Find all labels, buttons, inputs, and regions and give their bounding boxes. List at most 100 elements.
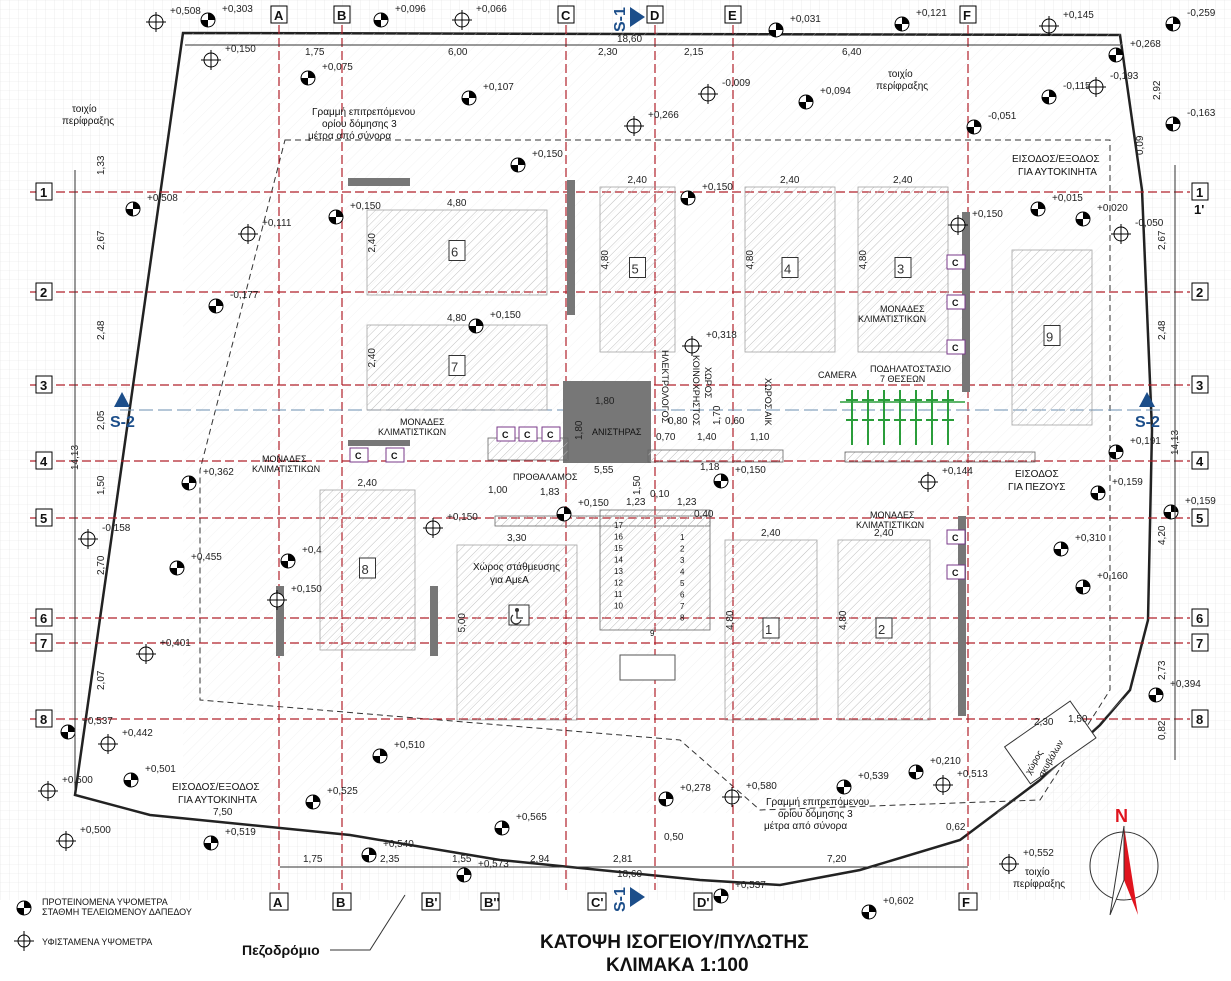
stair-step-number: 13	[614, 567, 623, 576]
ac-unit-label: C	[547, 430, 554, 440]
grid-row-label-right: 7	[1196, 636, 1203, 651]
parking-sign-icon	[894, 257, 912, 278]
dimension-right: 2,73	[1157, 660, 1168, 680]
legend-proposed-line1: ΠΡΟΤΕΙΝΟΜΕΝΑ ΥΨΟΜΕΤΡΑ	[42, 897, 168, 907]
parking-number: 8	[362, 562, 369, 577]
proposed-elevation-icon	[1041, 89, 1057, 105]
ac-units-label: ΚΛΙΜΑΤΙΣΤΙΚΩΝ	[858, 314, 926, 324]
elevation-value: +0,513	[957, 769, 988, 780]
elevation-value: +0,580	[746, 781, 777, 792]
parking-width-dim: 4,80	[447, 313, 467, 324]
parking-sign-icon	[875, 617, 893, 639]
core-dimension: 0,40	[694, 509, 714, 520]
elevation-value: +0,075	[322, 62, 353, 73]
elevation-value: -0,193	[1110, 71, 1139, 82]
parking-number: 6	[451, 245, 458, 260]
stair-step-number: 8	[680, 614, 685, 623]
grid-col-label-top: E	[728, 8, 737, 23]
stair-step-number: 7	[680, 602, 685, 611]
wall	[348, 178, 410, 186]
electrical-room-label: ΗΛΕΚΤΡΟΛΟΓΟΣ	[660, 350, 670, 424]
north-label: N	[1115, 806, 1128, 826]
dimension-left: 2,07	[96, 670, 107, 690]
proposed-elevation-icon	[680, 190, 696, 206]
parking-width-dim: 2,40	[874, 528, 894, 539]
core-dimension: 0,80	[668, 416, 688, 427]
wall	[276, 586, 284, 656]
existing-elevation-icon	[1111, 224, 1131, 244]
buildline-label: Γραμμή επιτρεπόμενου	[312, 106, 415, 118]
proposed-elevation-icon	[60, 724, 76, 740]
grid-row-tag-left	[35, 709, 53, 728]
elevation-value: +0,573	[478, 859, 509, 870]
wall	[844, 451, 1036, 463]
dimension-bottom: 2,94	[530, 854, 550, 865]
grid-row-tag-left	[35, 282, 53, 301]
section-marker-s2: S-2	[110, 414, 135, 431]
dimension-top: 6,40	[842, 47, 862, 58]
proposed-elevation-icon	[798, 94, 814, 110]
core-dimension: 1,23	[677, 497, 697, 508]
grid-row-label-left: 7	[40, 636, 47, 651]
wall	[567, 180, 575, 315]
proposed-elevation-icon	[556, 506, 572, 522]
grid-col-tag-bottom	[958, 892, 978, 911]
existing-elevation-icon	[918, 472, 938, 492]
grid-col-label-bottom: A	[273, 895, 283, 910]
stair-step-number: 9	[650, 629, 655, 638]
elevator-label: ΑΝΙΣΤΗΡΑΣ	[592, 427, 642, 437]
sidewalk-leader	[330, 894, 406, 951]
grid-row-label-1prime: 1'	[1194, 202, 1204, 217]
elevation-value: +0,303	[222, 4, 253, 15]
elevation-value: +0,031	[790, 14, 821, 25]
existing-elevation-icon	[238, 224, 258, 244]
ac-unit	[946, 339, 966, 355]
elevation-value: +0,150	[735, 465, 766, 476]
buildline-label: ορίου δόμησης 3	[322, 118, 397, 130]
ac-units-label: ΜΟΝΑΔΕΣ	[400, 417, 445, 427]
grid-row-tag-right	[1191, 282, 1209, 301]
bike-rack-icon	[926, 390, 938, 445]
ac-unit-label: C	[355, 451, 362, 461]
ac-units-label: ΚΛΙΜΑΤΙΣΤΙΚΩΝ	[378, 427, 446, 437]
drawing-title: ΚΑΤΟΨΗ ΙΣΟΓΕΙΟΥ/ΠΥΛΩΤΗΣ	[540, 932, 809, 953]
proposed-elevation-icon	[713, 473, 729, 489]
dimension-top: 18,60	[617, 34, 642, 45]
elevation-value: +0,539	[858, 771, 889, 782]
dimension-bottom: 7,50	[213, 807, 233, 818]
grid-col-tag-top	[959, 5, 977, 24]
existing-elevation-icon	[98, 734, 118, 754]
parking-number: 4	[784, 262, 791, 277]
elevation-value: +0,150	[532, 149, 563, 160]
existing-elevation-icon	[14, 931, 34, 951]
grid-col-tag-bottom	[587, 892, 607, 911]
pedestrian-entry-label: ΕΙΣΟΔΟΣ	[1015, 469, 1059, 480]
proposed-elevation-icon	[1148, 687, 1164, 703]
elevation-value: -0,050	[1135, 218, 1164, 229]
grid-col-tag-bottom	[693, 892, 713, 911]
stair-step-number: 6	[680, 591, 685, 600]
grid-row-tag-right	[1191, 608, 1209, 627]
dimension-bottom: 2,35	[380, 854, 400, 865]
proposed-elevation-icon	[1075, 211, 1091, 227]
elevation-value: +0,519	[225, 827, 256, 838]
grid-col-label-top: C	[561, 8, 571, 23]
dimension-left: 2,70	[96, 555, 107, 575]
ac-unit-label: C	[502, 430, 509, 440]
dimension-top: 1,75	[305, 47, 325, 58]
fence-label: τοιχίο	[72, 103, 97, 115]
buildline-label: μέτρα από σύνορα	[308, 130, 391, 142]
existing-elevation-icon	[948, 215, 968, 235]
proposed-elevation-icon	[713, 888, 729, 904]
bike-rack-icon	[942, 390, 954, 445]
elevation-value: +0,150	[291, 584, 322, 595]
ac-units-label: ΚΛΙΜΑΤΙΣΤΙΚΩΝ	[856, 520, 924, 530]
proposed-elevation-icon	[200, 12, 216, 28]
parking-depth-dim: 2,40	[367, 233, 378, 253]
ac-units-label: ΜΟΝΑΔΕΣ	[262, 454, 307, 464]
stair-step-number: 11	[614, 590, 623, 599]
camera-label: CAMERA	[818, 370, 857, 380]
elevation-value: +0,565	[516, 812, 547, 823]
parking-width-dim: 2,40	[358, 478, 378, 489]
